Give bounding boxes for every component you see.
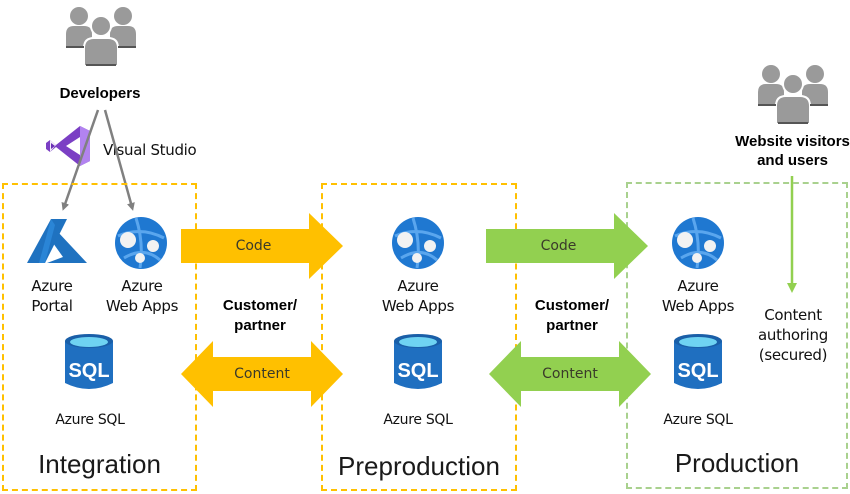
customer-partner-label-1-line1: Customer/ [222, 297, 298, 314]
azure-portal-label-line2: Portal [31, 297, 73, 315]
stage-preproduction: Preproduction [321, 183, 517, 491]
visitors-label-line2: and users [757, 152, 828, 169]
visitors-label-line1: Website visitors [735, 133, 850, 150]
stage-title-integration: Integration [38, 449, 161, 479]
svg-text:SQL: SQL [68, 360, 109, 382]
developers-to-webapps-arrow [103, 109, 135, 211]
sql-database-icon: SQL [394, 334, 442, 389]
sql-database-icon: SQL [674, 334, 722, 389]
preproduction-sql-label: Azure SQL [383, 412, 453, 428]
developers-people-icon [66, 7, 136, 67]
stage-title-preproduction: Preproduction [338, 451, 500, 481]
content-authoring-line2: authoring [758, 326, 828, 344]
code-arrow-green [486, 213, 648, 279]
content-arrow-green [489, 341, 651, 407]
stage-integration: Integration [2, 183, 197, 491]
web-apps-icon [672, 217, 724, 269]
preproduction-webapps-label-line1: Azure [397, 277, 439, 295]
stage-production: Production [626, 182, 848, 489]
code-label-yellow: Code [235, 238, 272, 254]
web-apps-icon [392, 217, 444, 269]
web-apps-icon [115, 217, 167, 269]
azure-portal-label-line1: Azure [31, 277, 73, 295]
svg-text:SQL: SQL [397, 360, 438, 382]
content-label-yellow: Content [234, 366, 290, 382]
integration-webapps-label-line1: Azure [121, 277, 163, 295]
code-label-green: Code [540, 238, 577, 254]
content-label-green: Content [542, 366, 598, 382]
svg-text:SQL: SQL [677, 360, 718, 382]
azure-portal-icon [27, 219, 87, 263]
stage-title-production: Production [674, 448, 800, 478]
sql-database-icon: SQL [65, 334, 113, 389]
visual-studio-label: Visual Studio [103, 141, 197, 159]
content-authoring-line1: Content [764, 306, 822, 324]
production-webapps-label-line1: Azure [677, 277, 719, 295]
integration-webapps-label-line2: Web Apps [105, 297, 179, 315]
developers-label: Developers [59, 85, 141, 102]
customer-partner-label-2-line2: partner [546, 317, 598, 334]
content-authoring-line3: (secured) [758, 346, 828, 364]
customer-partner-label-2-line1: Customer/ [534, 297, 610, 314]
preproduction-webapps-label-line2: Web Apps [381, 297, 455, 315]
customer-partner-label-1-line2: partner [234, 317, 286, 334]
integration-sql-label: Azure SQL [55, 412, 125, 428]
code-arrow-yellow [181, 213, 343, 279]
content-arrow-yellow [181, 341, 343, 407]
production-sql-label: Azure SQL [663, 412, 733, 428]
visitors-people-icon [758, 65, 828, 125]
developers-to-portal-arrow [61, 109, 100, 211]
production-webapps-label-line2: Web Apps [661, 297, 735, 315]
